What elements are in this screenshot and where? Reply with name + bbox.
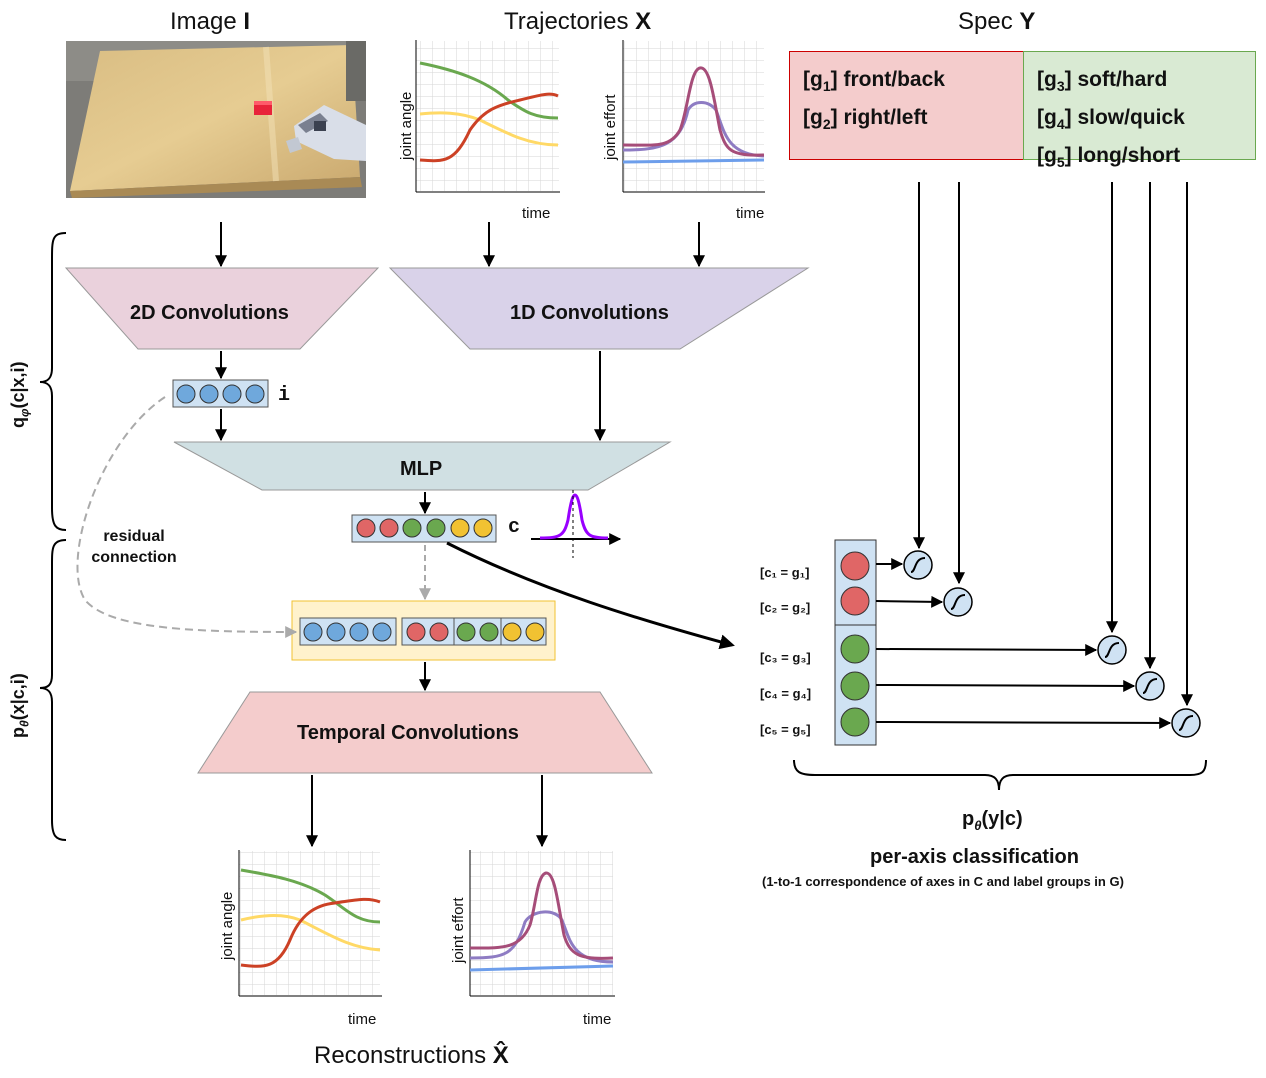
robot-table-photo	[66, 41, 366, 198]
sigmoid-icon	[1135, 671, 1165, 701]
classifier-label: pθ(y|c)	[962, 808, 1023, 833]
axis-label-joint-effort: joint effort	[602, 94, 619, 160]
encoder-brace	[39, 232, 67, 531]
decoder-label: pθ(x|c,i)	[8, 673, 32, 738]
axis-label-time: time	[348, 1011, 377, 1028]
i-vector-label: i	[278, 384, 291, 407]
reconstructions-title: Reconstructions X̂	[314, 1042, 509, 1069]
latent-arrows	[875, 558, 1172, 729]
sigmoid-icon	[1097, 635, 1127, 665]
conv2d-label: 2D Convolutions	[130, 302, 289, 324]
spec-title: Spec Y	[958, 8, 1036, 35]
spec-g1: [g1] front/back	[803, 68, 945, 95]
per-axis-classification-label: per-axis classification	[870, 846, 1079, 868]
sigmoid-icon	[1171, 708, 1201, 738]
axis-label-joint-effort: joint effort	[450, 897, 467, 963]
image-title: Image I	[170, 8, 251, 35]
spec-g4: [g4] slow/quick	[1037, 106, 1185, 133]
latent-label-c5: [c₅ = g₅]	[760, 722, 811, 737]
trajectories-title: Trajectories X	[504, 8, 652, 35]
correspondence-note: (1-to-1 correspondence of axes in C and …	[762, 874, 1124, 889]
latent-label-c2: [c₂ = g₂]	[760, 600, 811, 615]
spec-group-style: [g3] soft/hard [g4] slow/quick [g5] long…	[1023, 51, 1256, 171]
flow-arrows	[215, 222, 735, 848]
latent-label-c3: [c₃ = g₃]	[760, 650, 811, 665]
axis-label-time: time	[522, 205, 551, 222]
conv1d-label: 1D Convolutions	[510, 302, 669, 324]
latent-vector-c	[351, 514, 497, 543]
sigmoid-nodes	[903, 550, 1201, 738]
spec-g3: [g3] soft/hard	[1037, 68, 1168, 95]
spec-g5: [g5] long/short	[1037, 144, 1181, 171]
mlp-block	[173, 441, 672, 491]
axis-label-time: time	[583, 1011, 612, 1028]
classifier-brace	[793, 759, 1207, 791]
c-vector-label: c	[508, 516, 521, 539]
conv1d-block	[388, 267, 810, 350]
latent-label-c4: [c₄ = g₄]	[760, 686, 812, 701]
axis-label-joint-angle: joint angle	[398, 91, 415, 160]
spec-arrows	[913, 182, 1193, 707]
decoder-brace	[39, 539, 67, 841]
temporal-conv-label: Temporal Convolutions	[297, 722, 519, 744]
gaussian-distribution-icon	[531, 490, 622, 558]
concat-vector	[299, 617, 547, 646]
encoder-label: qφ(c|x,i)	[8, 361, 32, 428]
residual-connection-label: residual connection	[91, 528, 177, 566]
temporal-conv-block	[197, 691, 653, 774]
plot-joint-angle-reconstruction	[238, 850, 382, 997]
latent-column	[834, 539, 877, 746]
image-embedding-vector	[172, 379, 269, 408]
axis-label-time: time	[736, 205, 765, 222]
plot-joint-effort-input	[622, 40, 765, 193]
conv2d-block	[64, 267, 380, 350]
axis-label-joint-angle: joint angle	[219, 891, 236, 960]
mlp-label: MLP	[400, 458, 443, 480]
residual-connection-arrow	[76, 396, 298, 638]
sigmoid-icon	[903, 550, 933, 580]
spec-g2: [g2] right/left	[803, 106, 928, 133]
sigmoid-icon	[943, 587, 973, 617]
plot-joint-angle-input	[415, 40, 560, 193]
plot-joint-effort-reconstruction	[469, 850, 615, 997]
latent-label-c1: [c₁ = g₁]	[760, 565, 810, 580]
